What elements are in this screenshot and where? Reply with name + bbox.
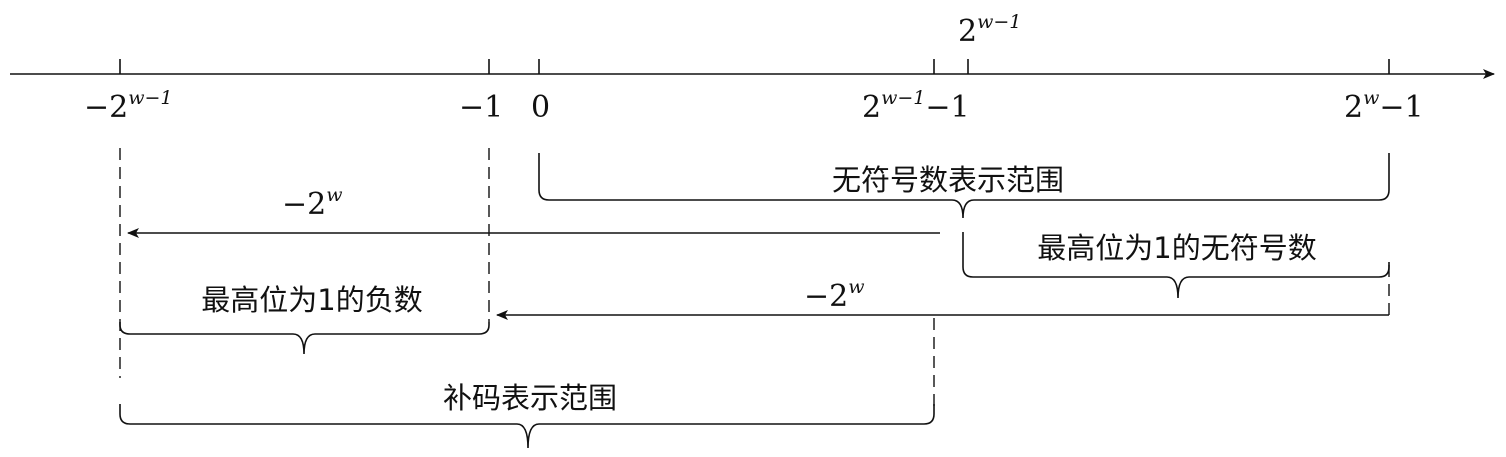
brace-negative-high-bit-1 (119, 322, 490, 355)
tick-label-neg-2-pow-w-1: −2w−1 (84, 87, 173, 125)
tick-label-zero: 0 (531, 90, 550, 125)
lower-shift-label: −2w (804, 276, 865, 314)
brace-unsigned-range (538, 153, 1390, 219)
upper-shift-label: −2w (282, 184, 343, 222)
negative-high-bit-1-label: 最高位为1的负数 (201, 283, 422, 317)
twos-complement-range-label: 补码表示范围 (443, 381, 617, 415)
unsigned-high-bit-1-label: 最高位为1的无符号数 (1037, 231, 1316, 265)
tick-label-2-pow-w-1-minus-1: 2w−1−1 (862, 87, 970, 125)
tick-label-neg-1: −1 (459, 90, 503, 125)
tick-label-2-pow-w-1: 2w−1 (958, 11, 1021, 49)
unsigned-range-label: 无符号数表示范围 (832, 163, 1064, 197)
brace-unsigned-high-bit-1 (962, 232, 1390, 299)
brace-twos-complement-range (119, 404, 935, 449)
tick-label-2-pow-w-minus-1: 2w−1 (1344, 87, 1424, 125)
